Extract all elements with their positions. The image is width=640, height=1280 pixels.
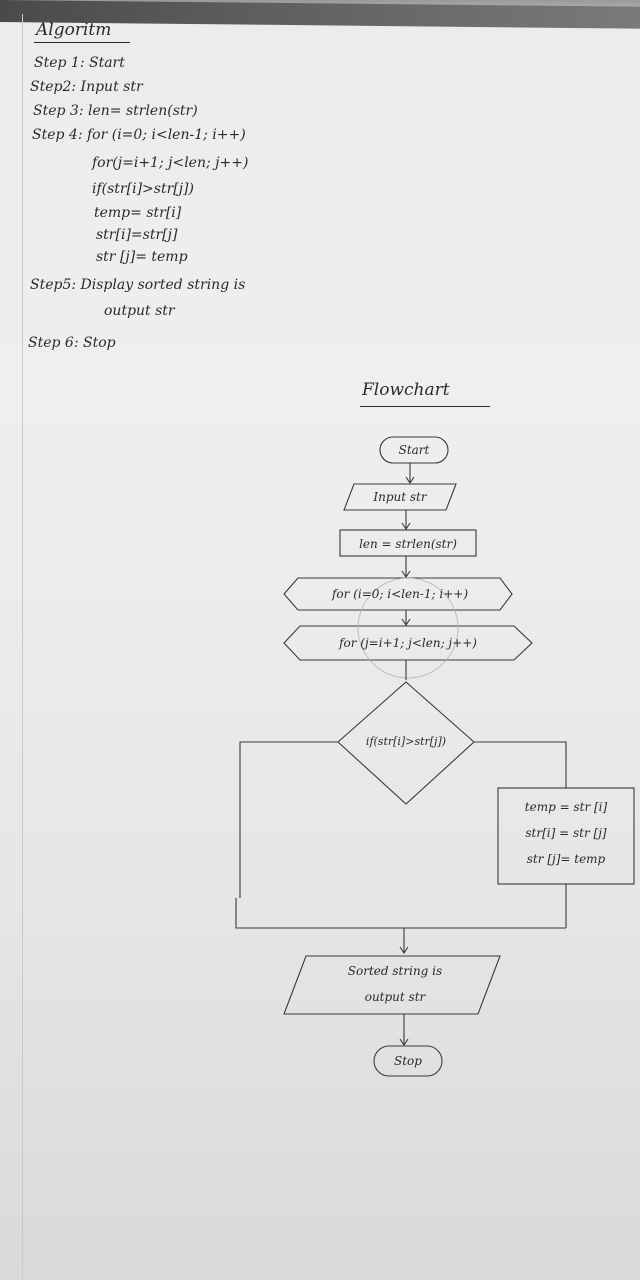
algorithm-step-3: Step 3: len= strlen(str) [33, 103, 198, 119]
stop-terminal [373, 1045, 443, 1077]
output-line-1: Sorted string is [347, 964, 443, 978]
flowchart-heading: Flowchart [362, 380, 450, 400]
output-line-2: output str [364, 990, 426, 1004]
merge-line [235, 898, 566, 929]
arrow-head [399, 946, 409, 954]
swap-line-1: temp = str [i] [524, 800, 608, 814]
len-label: len = strlen(str) [359, 537, 457, 551]
algorithm-step-5-output: output str [104, 303, 175, 319]
algorithm-heading-underline [34, 42, 130, 43]
algorithm-step-4-inner-loop: for(j=i+1; j<len; j++) [92, 155, 249, 171]
stop-label: Stop [394, 1054, 422, 1068]
margin-line [22, 14, 23, 1280]
arrow-head [401, 570, 411, 578]
arrow-head [401, 618, 411, 626]
arrow-head [401, 522, 411, 530]
outer-loop-label: for (i=0; i<len-1; i++) [331, 587, 469, 601]
algorithm-step-4: Step 4: for (i=0; i<len-1; i++) [32, 127, 246, 143]
algorithm-step-1: Step 1: Start [34, 55, 125, 71]
outer-loop-hexagon [283, 577, 513, 611]
output-parallelogram [283, 955, 501, 1015]
swap-line-3: str [j]= temp [526, 852, 606, 866]
arrow-head [405, 476, 415, 484]
inner-loop-label: for (j=i+1; j<len; j++) [339, 636, 477, 650]
decision-right-branch [474, 741, 567, 788]
start-label: Start [398, 443, 430, 457]
algorithm-step-4-swap-3: str [j]= temp [96, 249, 188, 265]
flowchart-heading-underline [360, 406, 490, 407]
algorithm-step-2: Step2: Input str [30, 79, 143, 95]
algorithm-step-4-swap-1: temp= str[i] [94, 205, 182, 221]
condition-label: if(str[i]>str[j]) [365, 735, 447, 748]
algorithm-heading: Algoritm [36, 20, 112, 40]
arrow-head [399, 1038, 409, 1046]
algorithm-step-6: Step 6: Stop [28, 335, 116, 351]
decision-diamond [337, 681, 475, 805]
swap-line-2: str[i] = str [j] [525, 826, 607, 840]
algorithm-step-5: Step5: Display sorted string is [30, 277, 246, 293]
algorithm-step-4-condition: if(str[i]>str[j]) [92, 181, 194, 197]
compass-mark [357, 577, 459, 679]
input-label: Input str [373, 490, 427, 504]
decision-left-branch [239, 741, 338, 898]
len-process-box [339, 529, 477, 557]
start-terminal [379, 436, 449, 464]
input-parallelogram [343, 483, 457, 511]
inner-loop-hexagon [283, 625, 533, 661]
algorithm-step-4-swap-2: str[i]=str[j] [96, 227, 178, 243]
